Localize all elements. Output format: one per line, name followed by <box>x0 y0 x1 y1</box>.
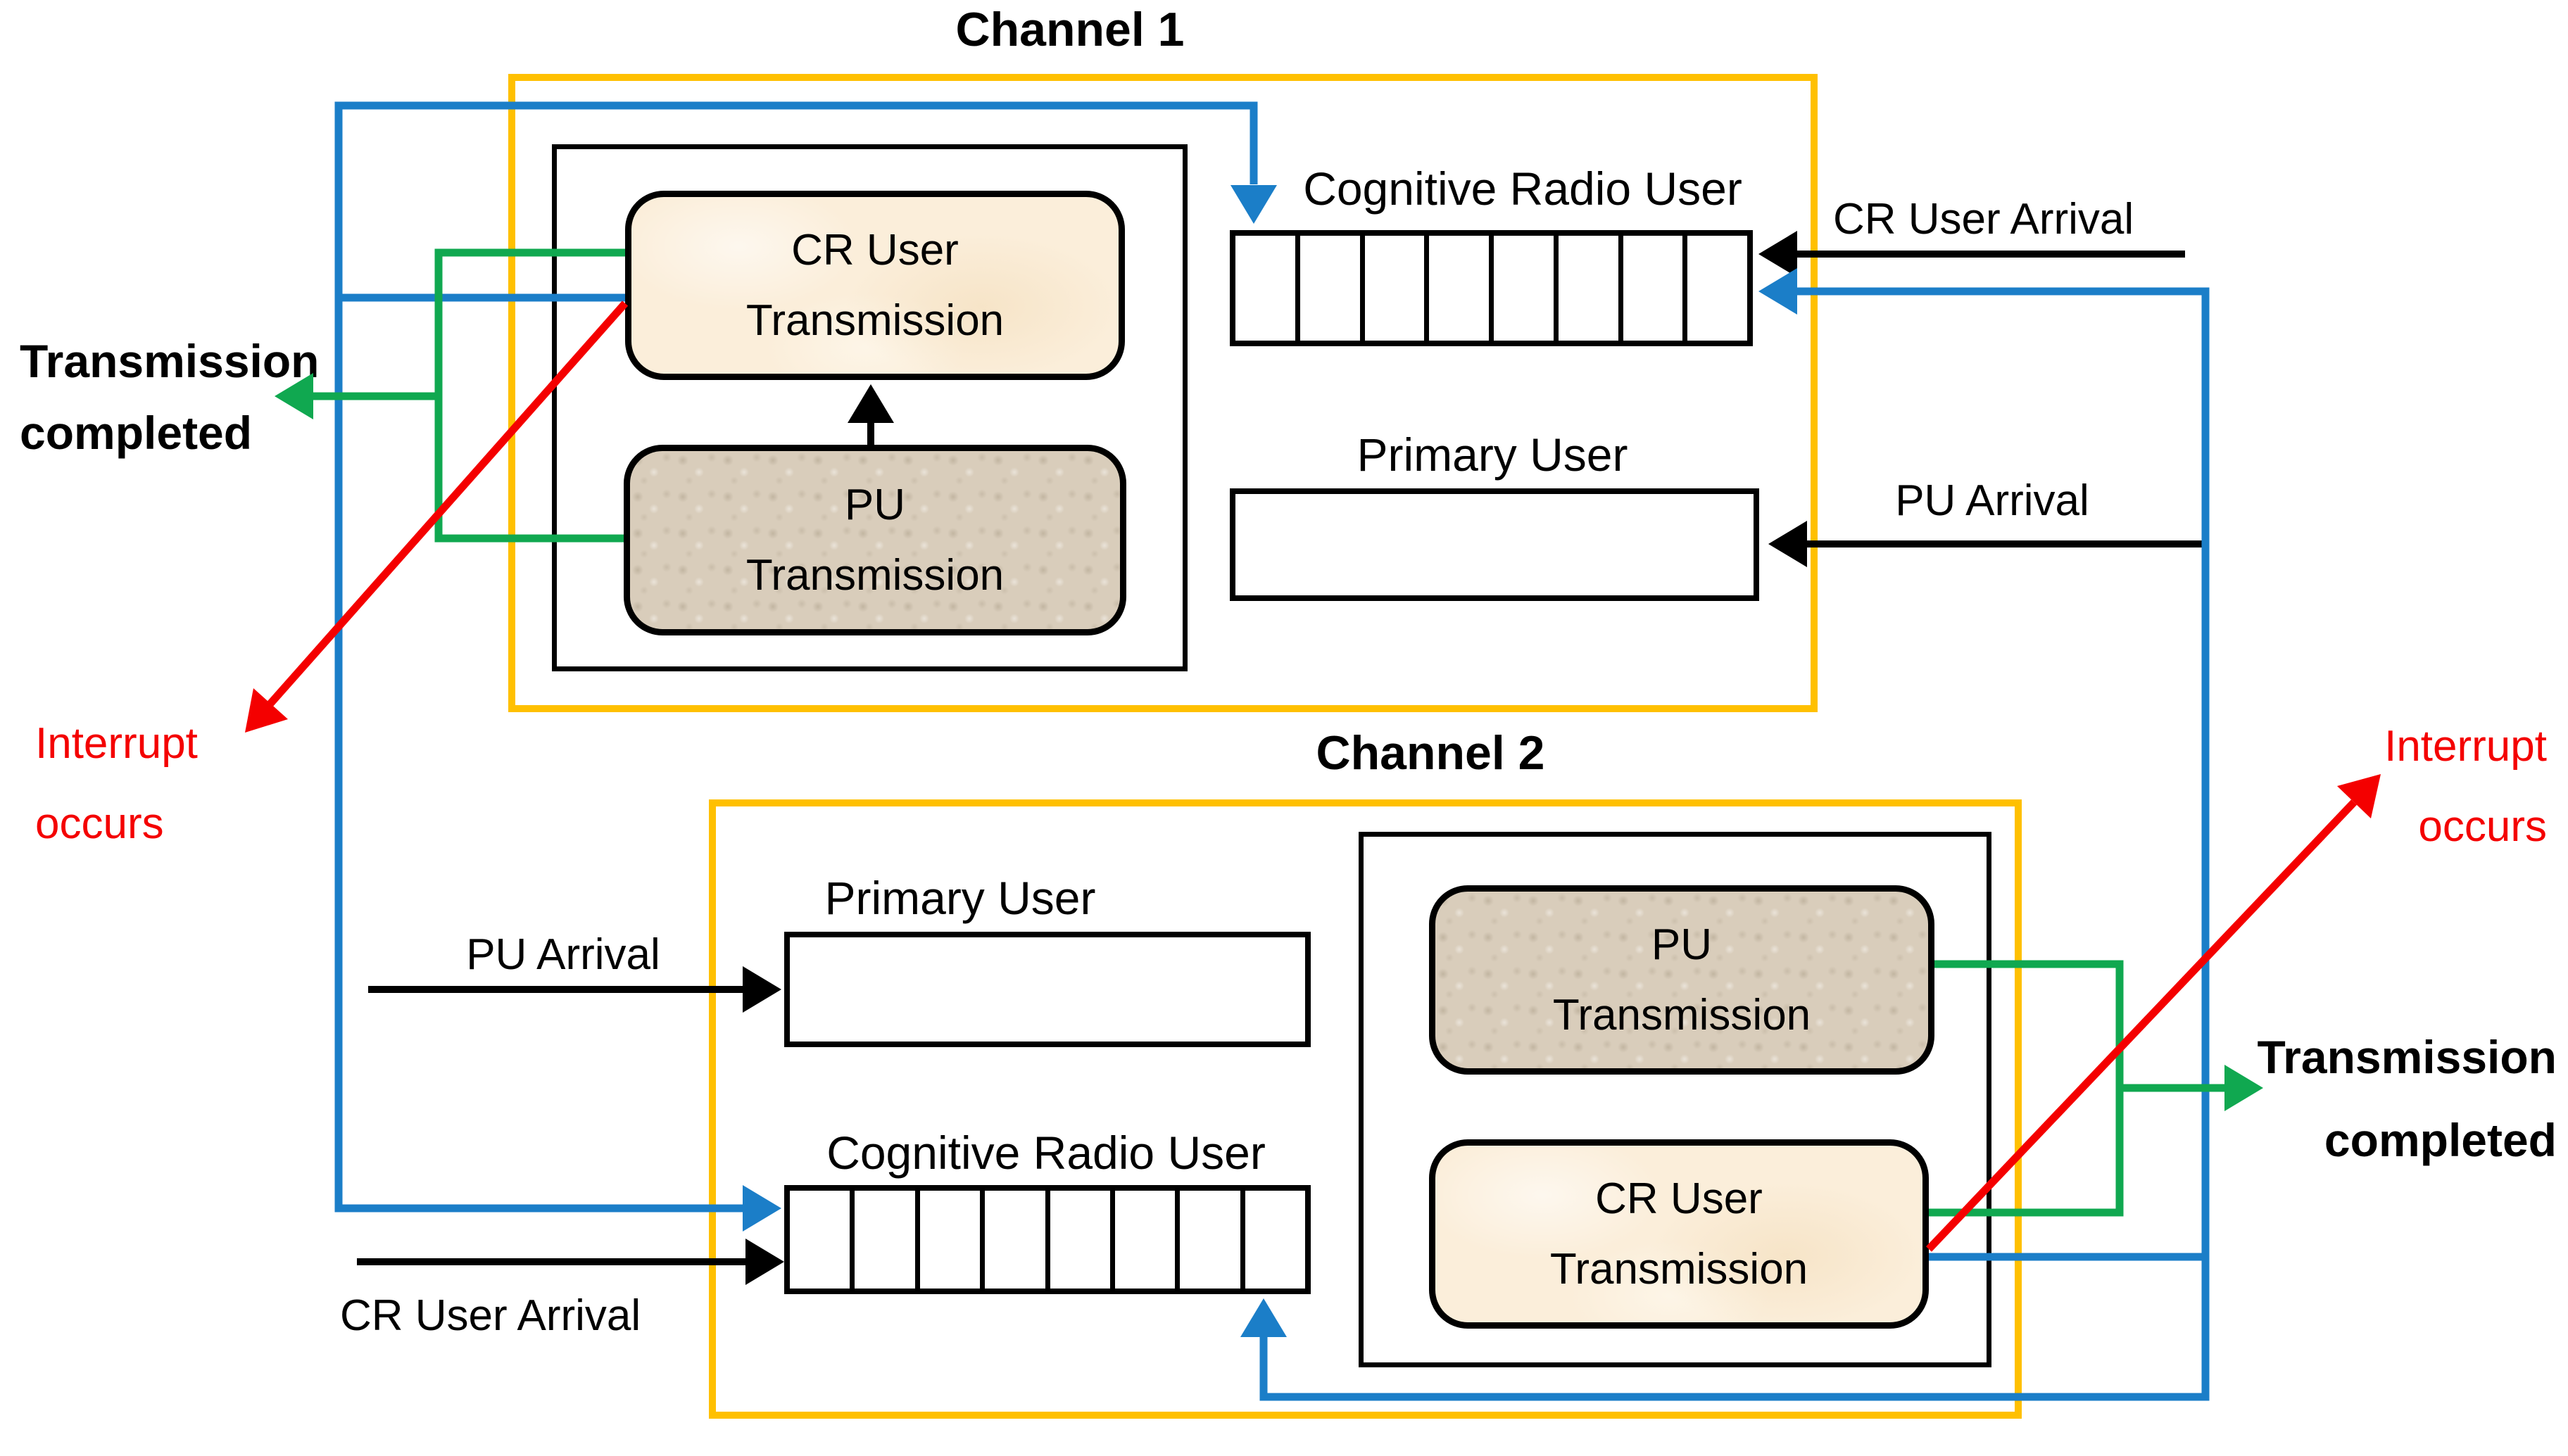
ch1-pu-arrival-arrow <box>1768 521 2202 567</box>
channel2-cr-queue <box>784 1185 1311 1294</box>
queue-cell <box>1364 236 1430 341</box>
queue-cell <box>1558 236 1623 341</box>
channel1-cr-arrival-label: CR User Arrival <box>1833 195 2134 243</box>
channel2-pu-box-line1: PU <box>1651 920 1713 969</box>
queue-cell <box>1235 236 1300 341</box>
queue-cell <box>1245 1191 1305 1289</box>
ch2-pu-arrival-arrow <box>368 966 781 1013</box>
transmission-completed-right-line1: Transmission <box>2257 1031 2557 1083</box>
channel1-queue-label: Cognitive Radio User <box>1303 163 1742 215</box>
green-completed-ch2 <box>1929 960 2263 1217</box>
red-interrupt-ch2 <box>1926 774 2381 1252</box>
blue-handoff-ch2-cr-to-queues <box>1240 268 2210 1401</box>
interrupt-occurs-label-left: Interrupt occurs <box>35 704 198 864</box>
transmission-completed-label-left: Transmission completed <box>20 325 320 469</box>
channel1-pu-box-line1: PU <box>844 480 906 529</box>
channel2-queue-label: Cognitive Radio User <box>826 1127 1266 1179</box>
channel2-cr-box-line1: CR User <box>1595 1174 1763 1223</box>
green-completed-ch1 <box>275 248 625 543</box>
ch1-pu-to-cr-arrow <box>848 384 894 446</box>
queue-cell <box>855 1191 920 1289</box>
channel1-cr-user-transmission-box: CR User Transmission <box>625 191 1125 380</box>
channel2-pu-arrival-label: PU Arrival <box>466 930 660 979</box>
queue-cell <box>1429 236 1494 341</box>
queue-cell <box>790 1191 855 1289</box>
transmission-completed-label-right: Transmission completed <box>2205 1015 2557 1182</box>
queue-cell <box>1623 236 1688 341</box>
queue-cell <box>1494 236 1559 341</box>
queue-cell <box>1299 236 1365 341</box>
channel2-cr-box-line2: Transmission <box>1549 1244 1808 1293</box>
ch1-cr-arrival-arrow <box>1758 231 2185 277</box>
channel1-border <box>508 74 1818 712</box>
transmission-completed-right-line2: completed <box>2324 1114 2557 1166</box>
blue-handoff-ch1-cr-to-queues <box>334 101 1277 1232</box>
interrupt-left-line2: occurs <box>35 799 164 848</box>
channel1-primary-user-label: Primary User <box>1357 429 1628 481</box>
channel2-primary-user-box <box>784 932 1311 1047</box>
channel2-title: Channel 2 <box>1316 726 1545 780</box>
interrupt-occurs-label-right: Interrupt occurs <box>2195 707 2547 867</box>
channel1-cr-box-line2: Transmission <box>745 296 1005 345</box>
queue-cell <box>1050 1191 1115 1289</box>
channel1-pu-arrival-label: PU Arrival <box>1895 476 2089 525</box>
queue-cell <box>1180 1191 1245 1289</box>
channel2-primary-user-label: Primary User <box>824 872 1096 924</box>
transmission-completed-left-line2: completed <box>20 407 253 459</box>
channel2-transmission-group <box>1359 832 1991 1367</box>
channel1-cr-queue <box>1230 230 1753 346</box>
queue-cell <box>985 1191 1050 1289</box>
channel1-title: Channel 1 <box>955 3 1185 56</box>
channel1-primary-user-box <box>1230 488 1759 601</box>
queue-cell <box>919 1191 986 1289</box>
interrupt-right-line1: Interrupt <box>2384 722 2547 771</box>
interrupt-left-line1: Interrupt <box>35 719 198 768</box>
interrupt-right-line2: occurs <box>2418 802 2547 851</box>
channel2-cr-user-transmission-box: CR User Transmission <box>1429 1139 1929 1329</box>
channel1-cr-box-line1: CR User <box>791 225 959 274</box>
channel1-pu-box-line2: Transmission <box>745 550 1005 600</box>
channel2-pu-transmission-box: PU Transmission <box>1429 885 1934 1075</box>
queue-cell <box>1114 1191 1181 1289</box>
channel1-transmission-group <box>552 144 1188 671</box>
channel2-pu-box-line2: Transmission <box>1552 990 1811 1039</box>
channel1-pu-transmission-box: PU Transmission <box>624 445 1126 635</box>
channel2-cr-arrival-label: CR User Arrival <box>340 1291 641 1340</box>
ch2-cr-arrival-arrow <box>357 1239 784 1285</box>
queue-cell <box>1687 236 1747 341</box>
channel2-border <box>709 799 2022 1419</box>
transmission-completed-left-line1: Transmission <box>20 335 320 387</box>
red-interrupt-ch1 <box>245 300 629 733</box>
